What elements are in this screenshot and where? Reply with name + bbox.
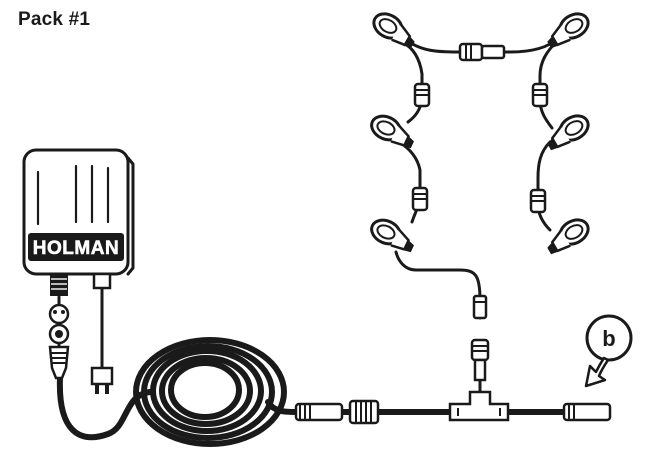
connector-right-upper (531, 82, 549, 108)
right-lower-link (536, 140, 552, 232)
mains-outlet (92, 272, 112, 290)
deck-light-top-left (368, 7, 421, 53)
deck-light-bottom-left (366, 214, 420, 257)
connector-coil-out (294, 402, 344, 422)
connector-top-link (458, 42, 506, 62)
deck-light-bottom-right (541, 213, 594, 259)
riser-cable (394, 250, 482, 399)
connector-riser-lower (470, 338, 490, 382)
pack-title: Pack #1 (18, 9, 91, 30)
connector-riser-upper (472, 294, 488, 320)
connector-left-upper (413, 82, 431, 108)
t-splitter (448, 390, 510, 422)
low-voltage-outlet (50, 274, 68, 296)
cable-coil (133, 337, 287, 447)
plug-to-coil-cable (56, 375, 153, 441)
connector-trunk-end (562, 402, 612, 422)
left-upper-link (400, 40, 424, 124)
deck-light-top-right (541, 7, 594, 53)
connector-right-lower (529, 188, 547, 214)
deck-light-mid-right (541, 109, 594, 155)
callout-arrow (584, 356, 610, 388)
deck-light-mid-left (366, 110, 420, 153)
low-voltage-plug (48, 303, 70, 380)
callout-b: b (584, 314, 633, 388)
cables (56, 36, 567, 441)
left-lower-link (397, 140, 422, 224)
connector-left-lower (411, 186, 429, 212)
brand-plate (28, 233, 124, 261)
transformer-vents (36, 164, 110, 226)
transformer: HOLMAN (22, 148, 135, 296)
mains-plug (90, 366, 114, 394)
callout-label: b (602, 326, 615, 351)
connector-trunk-mid (348, 399, 380, 425)
brand-logo: HOLMAN (33, 238, 119, 259)
